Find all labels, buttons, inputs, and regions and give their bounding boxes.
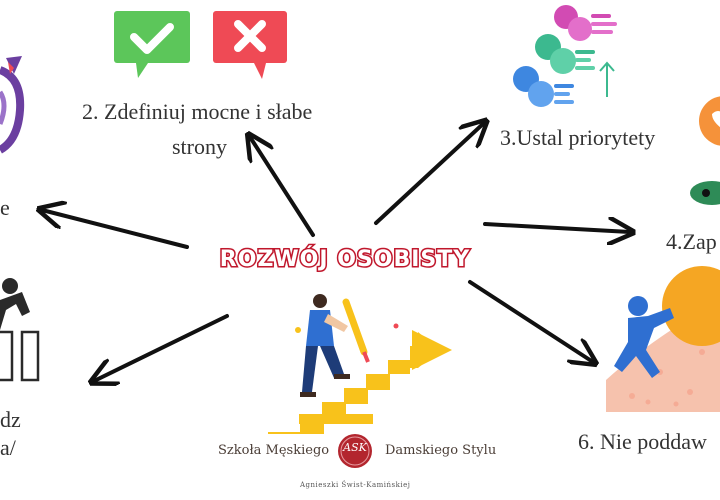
- label-left-bottom-1: dz: [0, 407, 21, 432]
- brand-left: Szkoła Męskiego: [218, 443, 330, 458]
- arrow-to-left-bottom: [94, 314, 229, 381]
- label-left-bottom-2: a/: [0, 435, 16, 460]
- check-bubble-icon: [114, 11, 190, 78]
- numbered-list-bubbles-icon: [513, 5, 617, 107]
- arrow-to-item6: [468, 280, 593, 362]
- eye-icon: [690, 181, 720, 205]
- brand-right: Damskiego Stylu: [385, 443, 497, 458]
- signature: Agnieszki Świst-Kamińskiej: [300, 481, 411, 489]
- ask-monogram-logo: [338, 434, 372, 468]
- arrow-to-item4: [483, 224, 630, 232]
- arrow-to-left-top: [42, 210, 189, 249]
- target-arrow-icon: [0, 56, 25, 154]
- arrow-to-strengths: [250, 137, 315, 237]
- cross-bubble-icon: [213, 11, 287, 79]
- label-item2-line1: 2. Zdefiniuj mocne i słabe: [82, 99, 313, 124]
- label-item3: 3.Ustal priorytety: [500, 125, 656, 150]
- label-item2-line2: strony: [172, 134, 227, 159]
- page-title: ROZWÓJ OSOBISTY: [218, 246, 471, 274]
- label-item6: 6. Nie poddaw: [578, 429, 707, 454]
- stacking-blocks-icon: [0, 278, 40, 382]
- stairs-climber-icon: [268, 294, 452, 434]
- logo-text: ASK: [343, 441, 367, 454]
- heart-icon: [699, 96, 720, 146]
- push-boulder-icon: [606, 266, 720, 412]
- label-item4: 4.Zap: [666, 229, 717, 254]
- label-left-top: e: [0, 195, 10, 220]
- arrows: [42, 123, 630, 381]
- arrow-to-priorities: [374, 123, 484, 225]
